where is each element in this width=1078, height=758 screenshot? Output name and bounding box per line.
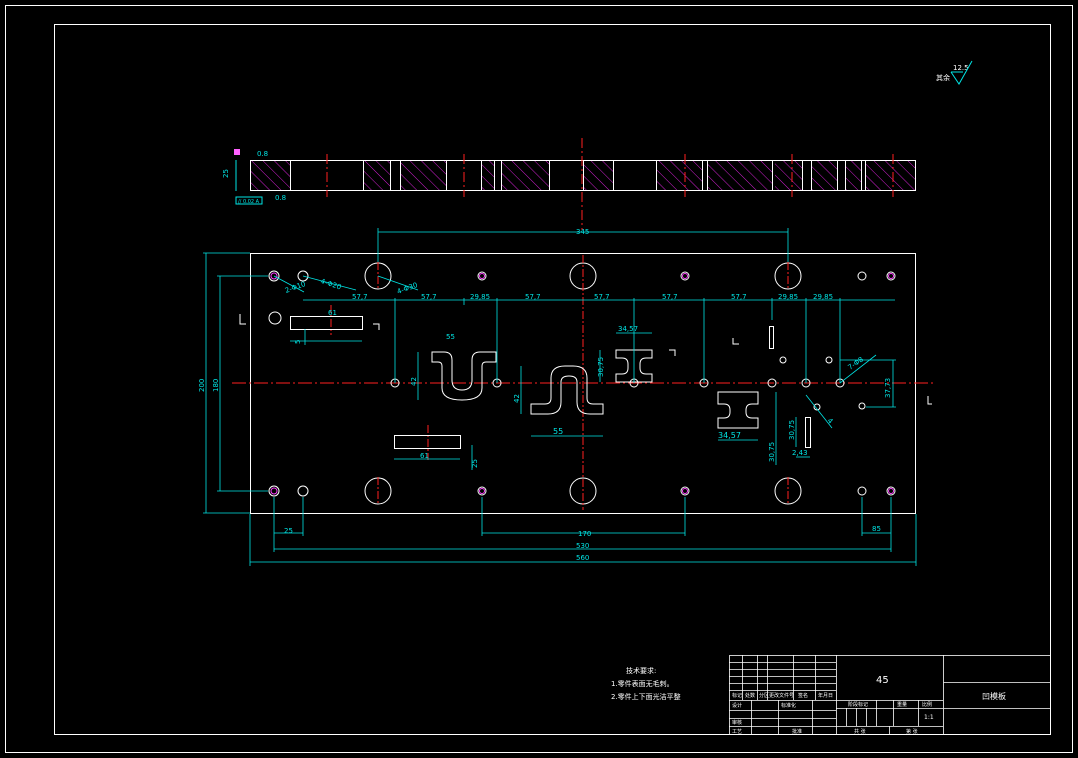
svg-text:凹模板: 凹模板 (982, 691, 1006, 701)
svg-text:57,7: 57,7 (525, 293, 541, 301)
svg-text:共 张: 共 张 (854, 728, 866, 735)
svg-text:阶段标记: 阶段标记 (848, 701, 868, 708)
svg-text:审核: 审核 (732, 719, 742, 726)
top-section-view: 25 0.8 0.8 // 0.02 A (222, 138, 916, 230)
svg-text:57,7: 57,7 (421, 293, 437, 301)
roughness-symbol: 其余 12.5 (936, 60, 973, 85)
svg-text:560: 560 (576, 554, 589, 562)
svg-text:4: 4 (826, 417, 835, 426)
svg-text:42: 42 (513, 394, 521, 403)
svg-text:29,85: 29,85 (813, 293, 833, 301)
svg-text:57,7: 57,7 (352, 293, 368, 301)
svg-text:85: 85 (872, 525, 881, 533)
svg-text:25: 25 (471, 459, 479, 468)
svg-text:4-Φ20: 4-Φ20 (319, 277, 342, 291)
svg-text:57,7: 57,7 (594, 293, 610, 301)
svg-text:设计: 设计 (732, 702, 742, 709)
svg-text:0.8: 0.8 (257, 150, 268, 158)
svg-text:29,85: 29,85 (470, 293, 490, 301)
svg-text:34,57: 34,57 (718, 431, 741, 440)
svg-text:25: 25 (222, 169, 230, 178)
svg-text:标记: 标记 (732, 692, 742, 699)
svg-text:其余: 其余 (936, 73, 950, 82)
svg-text:30,75: 30,75 (768, 442, 776, 462)
svg-text:25: 25 (284, 527, 293, 535)
svg-text:重量: 重量 (897, 701, 907, 708)
svg-text:标准化: 标准化 (781, 702, 796, 709)
svg-text:2,43: 2,43 (792, 449, 808, 457)
svg-text:42: 42 (410, 377, 418, 386)
svg-text:签名: 签名 (798, 692, 808, 699)
title-block-text: 45 凹模板 标记 处数 分区 更改文件号 签名 年月日 设计 标准化 阶段标记… (732, 675, 1006, 735)
svg-text:// 0.02 A: // 0.02 A (238, 199, 260, 205)
svg-text:技术要求:: 技术要求: (626, 666, 656, 675)
svg-text:37,73: 37,73 (884, 378, 892, 398)
inner-frame (54, 24, 1051, 735)
svg-text:0.8: 0.8 (275, 194, 286, 202)
svg-text:61: 61 (328, 309, 337, 317)
technical-requirements: 技术要求: 1.零件表面无毛刺。 2.零件上下面光洁平整 (611, 666, 681, 701)
svg-text:更改文件号: 更改文件号 (769, 692, 794, 699)
svg-text:30,75: 30,75 (597, 357, 605, 377)
svg-text:工艺: 工艺 (732, 729, 742, 735)
svg-text:比例: 比例 (922, 701, 932, 708)
svg-text:分区: 分区 (759, 692, 769, 699)
svg-text:12.5: 12.5 (953, 64, 969, 72)
svg-text:29,85: 29,85 (778, 293, 798, 301)
svg-text:200: 200 (198, 379, 206, 392)
svg-text:57,7: 57,7 (662, 293, 678, 301)
main-plan-view: 345 57,7 57,7 29,85 57,7 57,7 57,7 57,7 … (198, 228, 935, 566)
svg-text:61: 61 (420, 452, 429, 460)
svg-text:2.零件上下面光洁平整: 2.零件上下面光洁平整 (611, 692, 681, 701)
title-block (729, 655, 1051, 735)
svg-text:57,7: 57,7 (731, 293, 747, 301)
svg-text:5: 5 (294, 340, 302, 344)
svg-text:170: 170 (578, 530, 591, 538)
svg-text:530: 530 (576, 542, 589, 550)
svg-text:30,75: 30,75 (788, 420, 796, 440)
svg-text:1:1: 1:1 (924, 714, 934, 721)
svg-text:345: 345 (576, 228, 589, 236)
svg-text:1.零件表面无毛刺。: 1.零件表面无毛刺。 (611, 679, 674, 688)
svg-text:34,57: 34,57 (618, 325, 638, 333)
svg-text:2-Φ10: 2-Φ10 (284, 280, 307, 295)
svg-text:第 张: 第 张 (906, 728, 918, 735)
svg-text:处数: 处数 (745, 692, 755, 699)
svg-text:180: 180 (212, 379, 220, 392)
svg-text:55: 55 (446, 333, 455, 341)
svg-text:55: 55 (553, 427, 563, 436)
outer-frame (5, 5, 1073, 753)
svg-text:45: 45 (876, 675, 889, 686)
svg-text:批准: 批准 (792, 728, 802, 735)
svg-text:7-Φ8: 7-Φ8 (847, 355, 865, 371)
svg-text:年月日: 年月日 (818, 692, 833, 699)
